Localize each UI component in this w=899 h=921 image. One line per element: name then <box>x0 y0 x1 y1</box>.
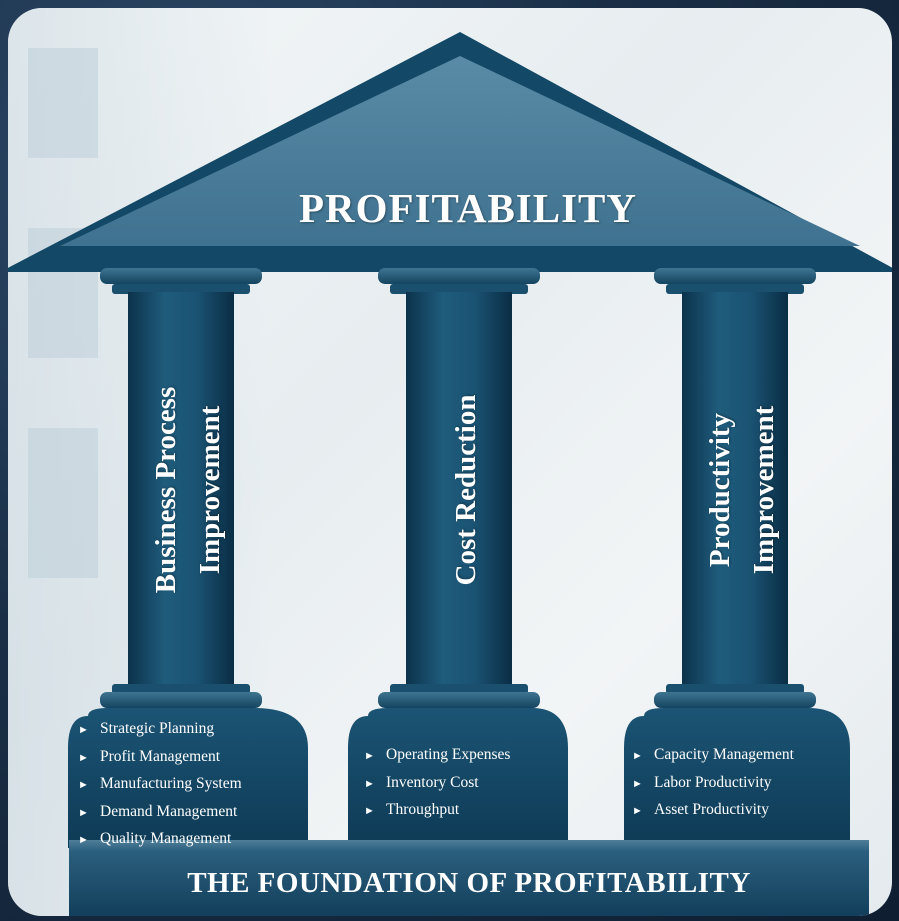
list-item: ►Asset Productivity <box>632 797 794 825</box>
bullet-arrow-icon: ► <box>632 750 643 762</box>
bullet-arrow-icon: ► <box>78 779 89 791</box>
list-item: ►Operating Expenses <box>364 742 510 770</box>
bullet-arrow-icon: ► <box>632 805 643 817</box>
pillar-2-label: Cost Reduction <box>444 395 488 586</box>
pillar-1-label: Business Process Improvement <box>144 387 232 594</box>
pillar-2-bullet-list: ►Operating Expenses ►Inventory Cost ►Thr… <box>364 742 510 825</box>
bullet-arrow-icon: ► <box>78 724 89 736</box>
bullet-arrow-icon: ► <box>364 750 375 762</box>
pillar-1-label-line2: Improvement <box>194 405 226 575</box>
list-item: ►Manufacturing System <box>78 771 242 799</box>
pillar-2-label-line1: Cost Reduction <box>450 394 482 586</box>
bullet-arrow-icon: ► <box>632 777 643 790</box>
bullet-arrow-icon: ► <box>364 805 375 817</box>
list-item: ►Capacity Management <box>632 742 794 770</box>
roof-title: PROFITABILITY <box>298 185 638 231</box>
list-item: ►Quality Management <box>78 826 242 854</box>
pillar-business-process <box>68 268 308 848</box>
foundation-slab <box>69 840 869 916</box>
pillar-1-bullet-list: ►Strategic Planning ►Profit Management ►… <box>78 716 242 854</box>
diagram-card: PROFITABILITY Business Process Improveme… <box>8 8 892 916</box>
pillar-3-label-line2: Improvement <box>748 405 780 575</box>
bullet-arrow-icon: ► <box>78 806 89 819</box>
bullet-arrow-icon: ► <box>78 751 89 764</box>
list-item: ►Demand Management <box>78 799 242 827</box>
bullet-arrow-icon: ► <box>364 777 375 790</box>
pillar-cost-reduction <box>348 268 568 848</box>
pillar-1-label-line1: Business Process <box>150 386 182 594</box>
list-item: ►Profit Management <box>78 744 242 772</box>
roof-inner <box>60 56 860 246</box>
watermark-stripe <box>28 48 98 158</box>
pillar-3-label: Productivity Improvement <box>698 406 786 575</box>
foundation-title: THE FOUNDATION OF PROFITABILITY <box>187 866 751 899</box>
list-item: ►Strategic Planning <box>78 716 242 744</box>
list-item: ►Inventory Cost <box>364 770 510 798</box>
list-item: ►Labor Productivity <box>632 770 794 798</box>
pillar-productivity <box>624 268 850 848</box>
temple-diagram <box>8 32 892 916</box>
pillar-3-bullet-list: ►Capacity Management ►Labor Productivity… <box>632 742 794 825</box>
bullet-arrow-icon: ► <box>78 834 89 846</box>
list-item: ►Throughput <box>364 797 510 825</box>
watermark-stripe <box>28 428 98 578</box>
pillar-3-label-line1: Productivity <box>704 412 736 568</box>
